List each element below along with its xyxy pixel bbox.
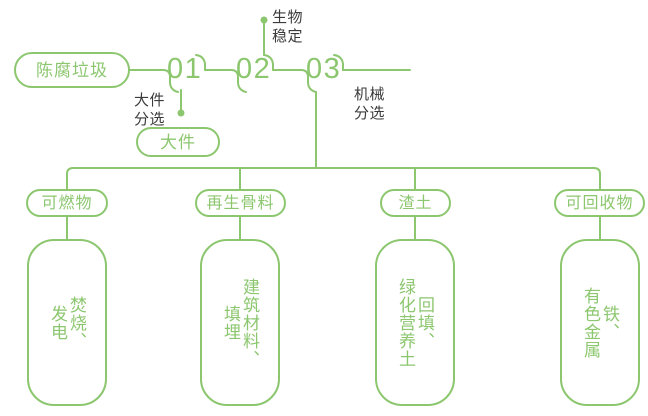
node-01-right-arc	[195, 54, 206, 71]
node-02-left-arc	[237, 81, 247, 93]
category-label-2: 再生骨料	[206, 195, 275, 212]
connector-02-to-03	[272, 69, 309, 83]
node-03-right-arc	[333, 54, 344, 71]
connector-source-to-01	[128, 69, 171, 83]
step-note-02: 生物 稳定	[272, 9, 304, 45]
category-label-1: 可燃物	[41, 195, 93, 212]
step-note-01: 大件 分选	[134, 92, 166, 128]
destination-text-2: 建筑材料、 填埋	[221, 277, 260, 368]
note-dot-02	[260, 16, 268, 24]
connector-01-to-02	[204, 69, 239, 83]
destination-text-4: 铁、 有色金属	[581, 286, 620, 359]
category-label-4: 可回收物	[565, 195, 634, 212]
destination-text-wrap-2: 建筑材料、 填埋	[201, 240, 279, 405]
step-note-03: 机械 分选	[354, 86, 386, 122]
destination-box-3[interactable]	[375, 239, 455, 406]
destination-text-3: 回填、 绿化营养土	[396, 277, 435, 368]
note-dot-01	[177, 109, 185, 117]
destination-box-4[interactable]	[560, 239, 640, 406]
node-01-left-arc	[169, 81, 179, 93]
source-node-label: 陈腐垃圾	[36, 61, 108, 80]
branch-node-pill[interactable]	[136, 127, 220, 157]
distribution-bus	[66, 167, 601, 183]
branch-node-label: 大件	[160, 133, 196, 152]
destination-text-wrap-1: 焚烧、 发电	[28, 240, 106, 405]
category-label-3: 渣土	[398, 195, 433, 212]
node-03-left-arc	[307, 81, 317, 93]
node-02-right-arc	[263, 54, 274, 71]
destination-box-1[interactable]	[27, 239, 107, 406]
destination-text-wrap-3: 回填、 绿化营养土	[376, 240, 454, 405]
step-number-01: 01	[167, 53, 203, 85]
destination-text-1: 焚烧、 发电	[48, 295, 87, 350]
step-number-02: 02	[236, 53, 272, 85]
destination-box-2[interactable]	[200, 239, 280, 406]
step-number-03: 03	[306, 53, 342, 85]
destination-text-wrap-4: 铁、 有色金属	[561, 240, 639, 405]
